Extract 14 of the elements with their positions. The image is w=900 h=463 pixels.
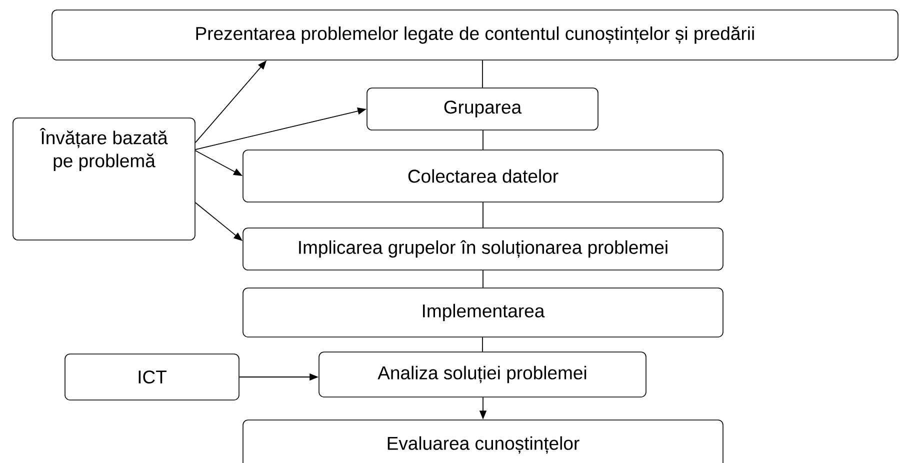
- connector-line: [482, 202, 484, 228]
- process-box: Implementarea: [242, 288, 724, 338]
- connector-line: [482, 60, 483, 88]
- process-box: ICT: [64, 354, 240, 400]
- process-box: Implicarea grupelor în soluționarea problemei: [242, 228, 724, 270]
- connector-line: [482, 270, 484, 288]
- process-box: Colectarea datelor: [242, 150, 724, 202]
- connector-line: [482, 336, 483, 352]
- process-box: Gruparea: [366, 88, 598, 130]
- process-box: Analiza soluției problemei: [318, 352, 646, 398]
- process-box: Prezentarea problemelor legate de contentul cunoștințelor și predării: [52, 10, 898, 60]
- method-box: Învățare bazată pe problemă: [12, 118, 196, 240]
- connector-line: [482, 130, 484, 150]
- process-box: Evaluarea cunoștințelor: [242, 420, 724, 463]
